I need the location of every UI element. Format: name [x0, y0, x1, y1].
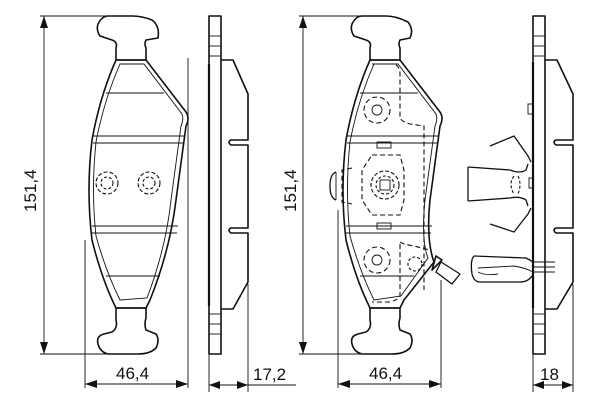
dimension-pad2-thickness: 18	[532, 284, 574, 392]
dimension-label: 151,4	[21, 169, 40, 212]
dimension-label: 17,2	[253, 365, 286, 384]
spring-clip	[467, 135, 534, 233]
wear-indicator-right	[137, 171, 161, 195]
anti-rattle-clip	[470, 255, 555, 283]
dimension-pad2-width: 46,4	[337, 210, 442, 388]
dimension-label: 18	[540, 365, 559, 384]
dimension-label: 46,4	[369, 364, 402, 383]
wear-indicator-left	[95, 171, 119, 195]
wear-sensor-tab	[431, 255, 461, 285]
pad-2-front-view	[329, 15, 461, 355]
dimension-pad1-thickness: 17,2	[208, 284, 296, 392]
dimension-label: 46,4	[116, 364, 149, 383]
dimension-pad2-height: 151,4	[281, 15, 362, 355]
pad-1-front-view	[88, 15, 189, 355]
dimension-pad1-height: 151,4	[21, 15, 108, 355]
pad-2-side-view	[467, 15, 574, 355]
dimension-pad1-width: 46,4	[84, 58, 189, 388]
dimension-label: 151,4	[281, 169, 300, 212]
pad-1-side-view	[207, 15, 249, 355]
